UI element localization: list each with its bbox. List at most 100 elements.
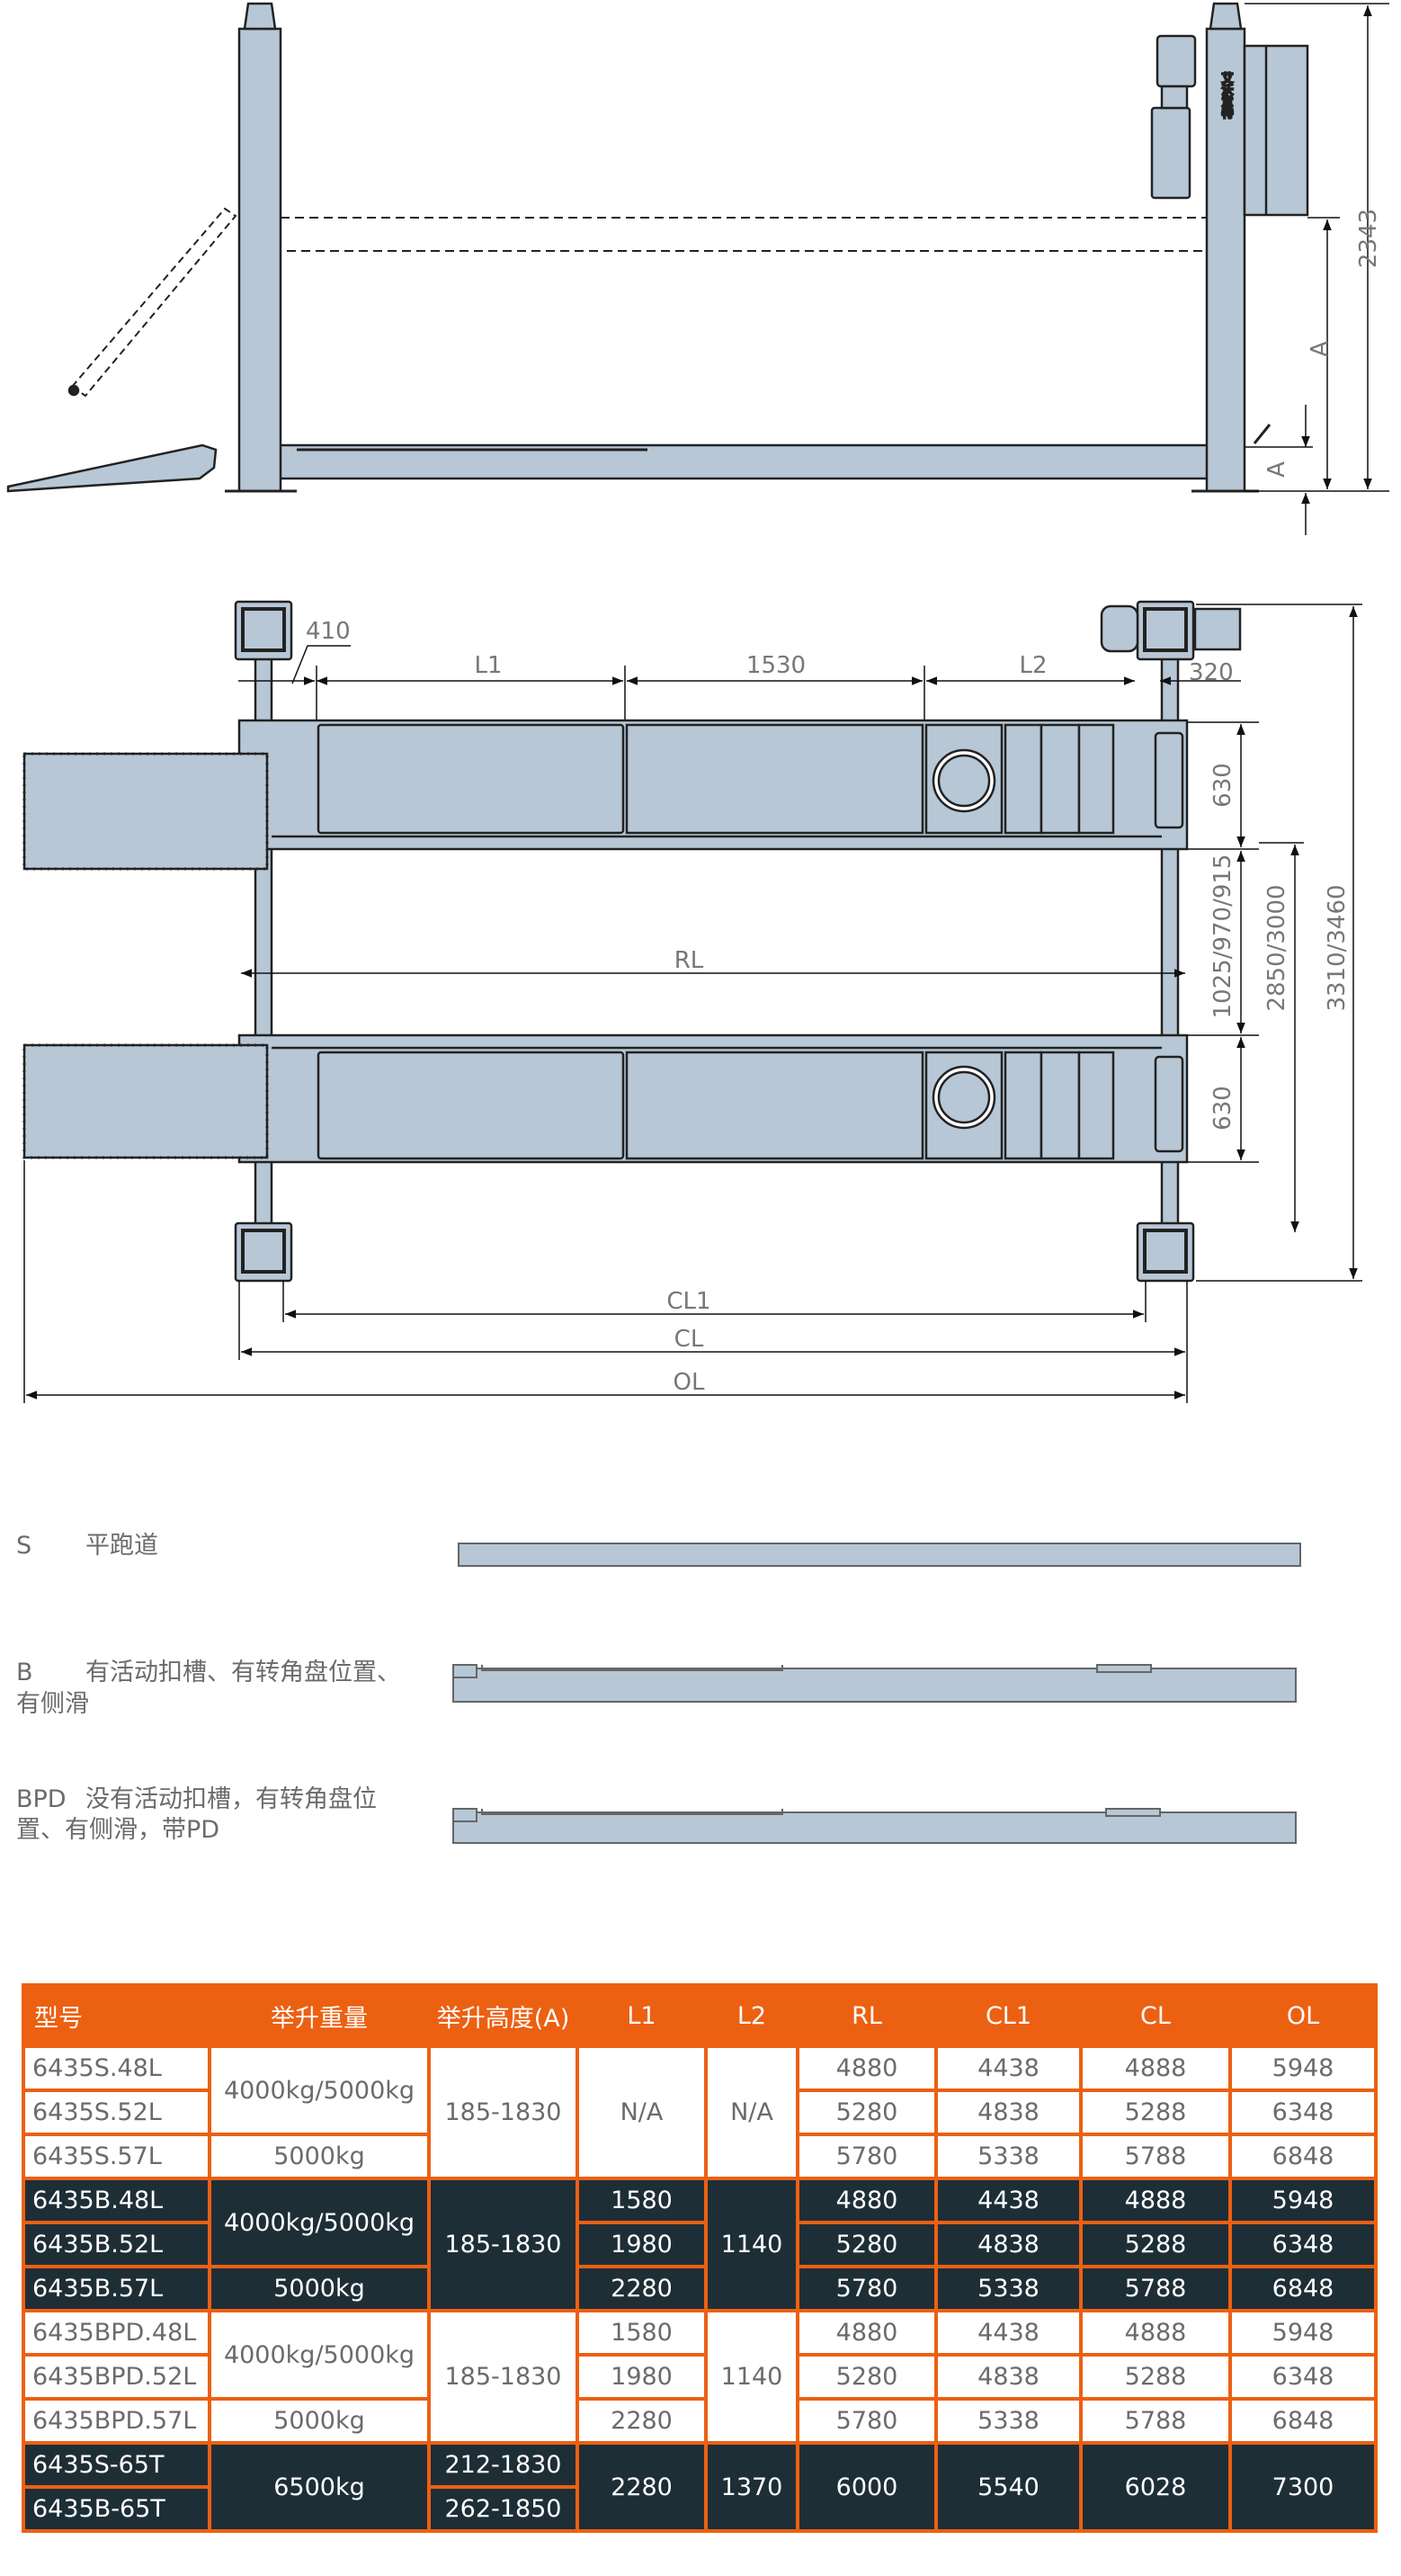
dim-cl: CL (674, 1326, 704, 1353)
table-cell: 1140 (704, 2177, 799, 2312)
table-cell: 5780 (796, 2397, 938, 2445)
table-cell: 2280 (576, 2397, 708, 2445)
table-cell: 1980 (576, 2221, 708, 2268)
table-cell: 6500kg (208, 2441, 431, 2533)
table-cell: 5788 (1079, 2265, 1232, 2312)
table-cell: 185-1830 (427, 2177, 579, 2312)
dim-l2: L2 (1019, 652, 1047, 679)
table-cell: 4438 (934, 2177, 1083, 2224)
table-cell: 4880 (796, 2177, 938, 2224)
table-cell: 7300 (1228, 2441, 1378, 2533)
motor (1156, 34, 1197, 88)
model-cell: 6435B.48L (22, 2177, 211, 2224)
model-cell: 6435S.48L (22, 2044, 211, 2092)
model-cell: 6435S.52L (22, 2089, 211, 2136)
column-header: 型号 (22, 1983, 211, 2048)
table-cell: N/A (704, 2044, 799, 2180)
column-header: CL (1079, 1983, 1232, 2048)
dim-320: 320 (1189, 659, 1234, 686)
table-cell: 6848 (1228, 2133, 1378, 2180)
legend-bpd-desc-2: 置、有侧滑，带PD (16, 1816, 220, 1844)
table-cell: 5280 (796, 2089, 938, 2136)
column-header: 举升重量 (208, 1983, 431, 2048)
profile-b (452, 1664, 1297, 1703)
model-cell: 6435BPD.48L (22, 2309, 211, 2357)
dim-630-bottom: 630 (1209, 1086, 1236, 1131)
control-box (1243, 44, 1309, 217)
table-cell: 1580 (576, 2177, 708, 2224)
column-header: OL (1228, 1983, 1378, 2048)
dim-ol: OL (674, 1369, 705, 1396)
table-cell: 5540 (934, 2441, 1083, 2533)
table-cell: 5788 (1079, 2133, 1232, 2180)
table-cell: 185-1830 (427, 2309, 579, 2445)
column-header: L2 (704, 1983, 799, 2048)
column-header: L1 (576, 1983, 708, 2048)
table-cell: 4838 (934, 2089, 1083, 2136)
table-cell: 4000kg/5000kg (208, 2177, 431, 2268)
table-cell: 5948 (1228, 2044, 1378, 2092)
table-cell: 5280 (796, 2221, 938, 2268)
table-cell: 4000kg/5000kg (208, 2044, 431, 2136)
legend-s-code: S (16, 1532, 32, 1560)
table-cell: 5948 (1228, 2309, 1378, 2357)
legend-bpd-code: BPD (16, 1785, 67, 1813)
table-cell: 5788 (1079, 2397, 1232, 2445)
table-cell: 4838 (934, 2221, 1083, 2268)
table-cell: 6348 (1228, 2089, 1378, 2136)
table-cell: 4888 (1079, 2177, 1232, 2224)
model-cell: 6435B-65T (22, 2485, 211, 2533)
side-slip-ramp-lower (22, 1043, 269, 1159)
legend-b-code: B (16, 1659, 33, 1686)
table-cell: 5338 (934, 2397, 1083, 2445)
table-cell: 5338 (934, 2265, 1083, 2312)
dim-3310: 3310/3460 (1324, 884, 1351, 1011)
upper-platform-outline (280, 217, 1208, 252)
table-cell: 1980 (576, 2353, 708, 2401)
top-view (22, 600, 1242, 1283)
dim-2343: 2343 (1355, 209, 1382, 268)
model-cell: 6435S-65T (22, 2441, 211, 2489)
dim-rl: RL (674, 947, 704, 974)
model-cell: 6435B.52L (22, 2221, 211, 2268)
table-cell: 2280 (576, 2441, 708, 2533)
profile-bpd (452, 1808, 1297, 1844)
legend-b-desc: 有活动扣槽、有转角盘位置、 (85, 1659, 401, 1686)
profile-s (458, 1543, 1301, 1567)
table-cell: 5288 (1079, 2221, 1232, 2268)
table-cell: 1140 (704, 2309, 799, 2445)
dim-a: A (1307, 341, 1334, 357)
runway-lower (237, 1033, 1189, 1164)
dim-630-top: 630 (1209, 763, 1236, 808)
table-cell: 5780 (796, 2133, 938, 2180)
table-cell: 6348 (1228, 2353, 1378, 2401)
table-cell: 6028 (1079, 2441, 1232, 2533)
table-cell: 6348 (1228, 2221, 1378, 2268)
legend-s-desc: 平跑道 (85, 1532, 158, 1560)
table-cell: 6000 (796, 2441, 938, 2533)
table-cell: 5780 (796, 2265, 938, 2312)
table-cell: 212-1830 (427, 2441, 579, 2489)
table-cell: 4888 (1079, 2044, 1232, 2092)
side-dimensions (1245, 3, 1389, 535)
table-cell: 6848 (1228, 2397, 1378, 2445)
table-cell: 5948 (1228, 2177, 1378, 2224)
table-cell: N/A (576, 2044, 708, 2180)
top-dimensions (23, 604, 1362, 1403)
table-cell: 4000kg/5000kg (208, 2309, 431, 2401)
table-cell: 5000kg (208, 2265, 431, 2312)
dim-1530: 1530 (746, 652, 806, 679)
legend-bpd-desc: 没有活动扣槽，有转角盘位 (85, 1785, 377, 1813)
table-cell: 1580 (576, 2309, 708, 2357)
